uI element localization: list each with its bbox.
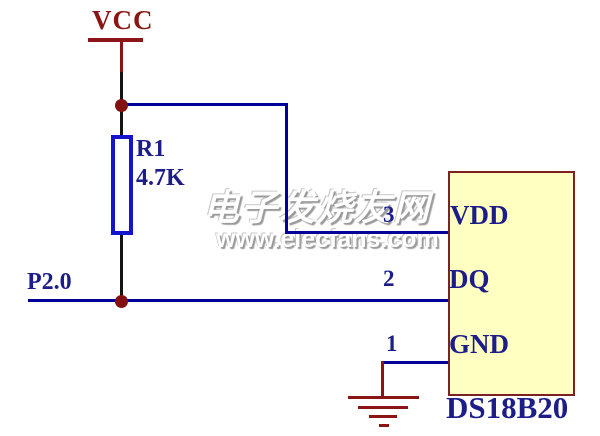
resistor-r1-symbol	[111, 135, 133, 235]
resistor-ref-label: R1	[136, 136, 166, 162]
resistor-value-label: 4.7K	[136, 165, 185, 191]
wire-resistor-top	[120, 104, 123, 137]
wire-to-vdd-pin	[285, 231, 451, 234]
wire-vcc-stub-black	[120, 72, 123, 106]
pin-number-1: 1	[386, 331, 398, 356]
net-label-p2-0: P2.0	[27, 269, 72, 295]
wire-resistor-bottom	[120, 233, 123, 302]
pin-number-2: 2	[383, 266, 395, 291]
junction-dot-vcc	[115, 99, 128, 112]
power-symbol-icon	[88, 38, 143, 42]
wire-vcc-to-bend	[121, 103, 288, 106]
ground-symbol-icon	[348, 396, 419, 399]
pin-label-dq: DQ	[449, 264, 490, 294]
pin-number-3: 3	[383, 202, 395, 227]
wire-vcc-stub-red	[120, 40, 123, 74]
watermark-site-url: www.elecfans.com	[216, 225, 439, 253]
ic-name-label: DS18B20	[446, 390, 569, 425]
wire-to-gnd-pin	[381, 361, 451, 364]
ground-symbol-bar4	[379, 424, 389, 427]
ground-symbol-bar3	[369, 415, 397, 418]
watermark-site-name: 电子发烧友网	[203, 188, 432, 228]
vcc-label: VCC	[92, 5, 154, 35]
wire-to-ground	[381, 361, 384, 398]
pin-label-gnd: GND	[449, 329, 509, 359]
wire-bend-vertical	[285, 103, 288, 234]
pin-label-vdd: VDD	[450, 200, 509, 230]
wire-p20-to-dq-pin	[28, 299, 451, 302]
ground-symbol-bar2	[358, 406, 408, 409]
ds18b20-ic-body	[448, 171, 575, 396]
junction-dot-p20	[115, 295, 128, 308]
